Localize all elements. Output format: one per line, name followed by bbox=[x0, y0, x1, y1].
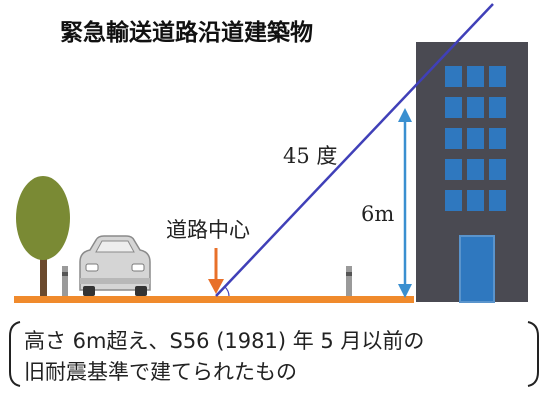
building-window bbox=[467, 97, 484, 118]
car-wheel-right bbox=[135, 286, 147, 296]
note-line-1: 高さ 6m超え、S56 (1981) 年 5 月以前の bbox=[24, 329, 424, 353]
diagram-title: 緊急輸送道路沿道建築物 bbox=[60, 19, 313, 46]
building-window bbox=[467, 159, 484, 180]
note-line-2: 旧耐震基準で建てられたもの bbox=[24, 360, 297, 384]
building-window bbox=[467, 190, 484, 211]
tree-illustration bbox=[16, 176, 70, 296]
building-illustration bbox=[416, 42, 528, 303]
height-arrow bbox=[398, 108, 412, 298]
building-door bbox=[460, 236, 494, 302]
angle-line-45-degree bbox=[215, 3, 494, 297]
tree-canopy bbox=[16, 176, 70, 260]
note-bracket-right bbox=[527, 321, 539, 387]
building-window bbox=[445, 97, 462, 118]
bollard-right bbox=[346, 266, 352, 296]
angle-arc bbox=[224, 286, 230, 297]
building-window-grid bbox=[445, 66, 506, 211]
car-headlight-right bbox=[131, 263, 145, 272]
building-window bbox=[489, 97, 506, 118]
road-center-arrow bbox=[208, 248, 224, 294]
bollard-left bbox=[62, 266, 68, 296]
car-illustration bbox=[79, 235, 151, 296]
building-window bbox=[489, 128, 506, 149]
car-windshield bbox=[95, 240, 135, 253]
height-label: 6m bbox=[361, 202, 394, 226]
building-window bbox=[445, 159, 462, 180]
building-door-frame bbox=[459, 235, 495, 303]
building-window bbox=[445, 66, 462, 87]
building-window bbox=[467, 66, 484, 87]
tree-trunk bbox=[40, 230, 47, 296]
road-center-label: 道路中心 bbox=[166, 218, 250, 242]
note-bracket-left bbox=[9, 321, 21, 387]
building-window bbox=[467, 128, 484, 149]
car-wheel-left bbox=[83, 286, 95, 296]
car-headlight-left bbox=[85, 263, 99, 272]
building-window bbox=[489, 159, 506, 180]
angle-label: 45 度 bbox=[283, 144, 337, 168]
building-window bbox=[489, 190, 506, 211]
ground-line bbox=[14, 296, 414, 303]
building-window bbox=[445, 190, 462, 211]
building-window bbox=[445, 128, 462, 149]
building-window bbox=[489, 66, 506, 87]
car-bumper bbox=[80, 278, 150, 284]
